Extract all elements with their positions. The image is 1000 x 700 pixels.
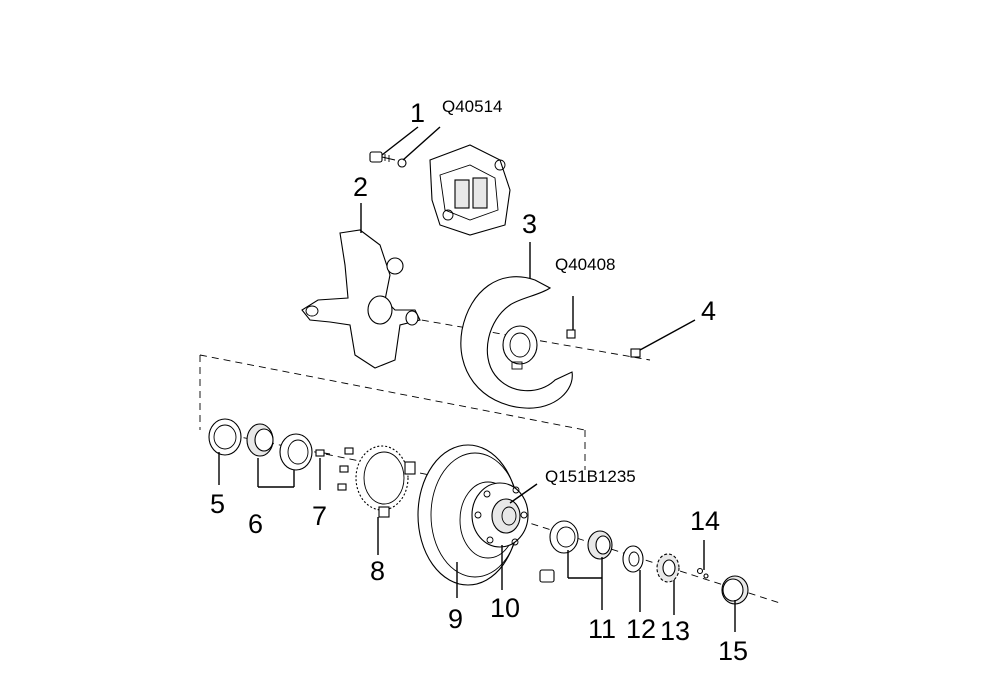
wheel-hub <box>471 482 529 548</box>
callout-5: 5 <box>210 489 225 519</box>
cotter-pin <box>696 567 709 579</box>
inner-bearing-cone <box>246 423 274 457</box>
callout-10: 10 <box>490 593 520 623</box>
callout-14: 14 <box>690 506 720 536</box>
leader-lines <box>218 126 736 632</box>
washer-q40514 <box>397 158 407 168</box>
callout-15: 15 <box>718 636 748 666</box>
code-q40514: Q40514 <box>442 97 503 116</box>
shield-nut <box>630 348 641 358</box>
lug-nut <box>539 569 555 583</box>
callout-9: 9 <box>448 604 463 634</box>
code-q40408: Q40408 <box>555 255 616 274</box>
castle-nut <box>656 553 680 583</box>
part-code-labels: Q40514 Q40408 Q151B1235 <box>442 97 636 486</box>
callout-12: 12 <box>626 614 656 644</box>
outer-bearing-cup <box>549 520 579 554</box>
abs-tone-ring <box>355 445 416 518</box>
callout-11: 11 <box>588 614 616 644</box>
callout-3: 3 <box>522 209 537 239</box>
caliper-bolt <box>369 151 396 163</box>
dust-shield <box>460 276 573 409</box>
steering-knuckle <box>301 229 421 369</box>
callout-8: 8 <box>370 556 385 586</box>
callout-7: 7 <box>312 501 327 531</box>
callout-6: 6 <box>248 509 263 539</box>
sensor-screw <box>315 449 331 457</box>
callout-2: 2 <box>353 172 368 202</box>
inner-bearing-cup <box>279 433 313 471</box>
oil-seal <box>208 418 242 456</box>
thrust-washer <box>622 545 644 573</box>
callout-4: 4 <box>701 296 716 326</box>
callout-13: 13 <box>660 616 690 646</box>
code-q151b1235: Q151B1235 <box>545 467 636 486</box>
shield-bolt-q40408 <box>566 329 576 339</box>
callout-numbers: 1 2 3 4 5 6 7 8 9 10 11 12 13 14 15 <box>210 98 748 666</box>
tone-ring-screws <box>337 447 354 491</box>
callout-1: 1 <box>410 98 425 128</box>
brake-caliper <box>429 144 511 236</box>
outer-bearing-cone <box>587 530 613 560</box>
grease-cap <box>721 575 749 605</box>
